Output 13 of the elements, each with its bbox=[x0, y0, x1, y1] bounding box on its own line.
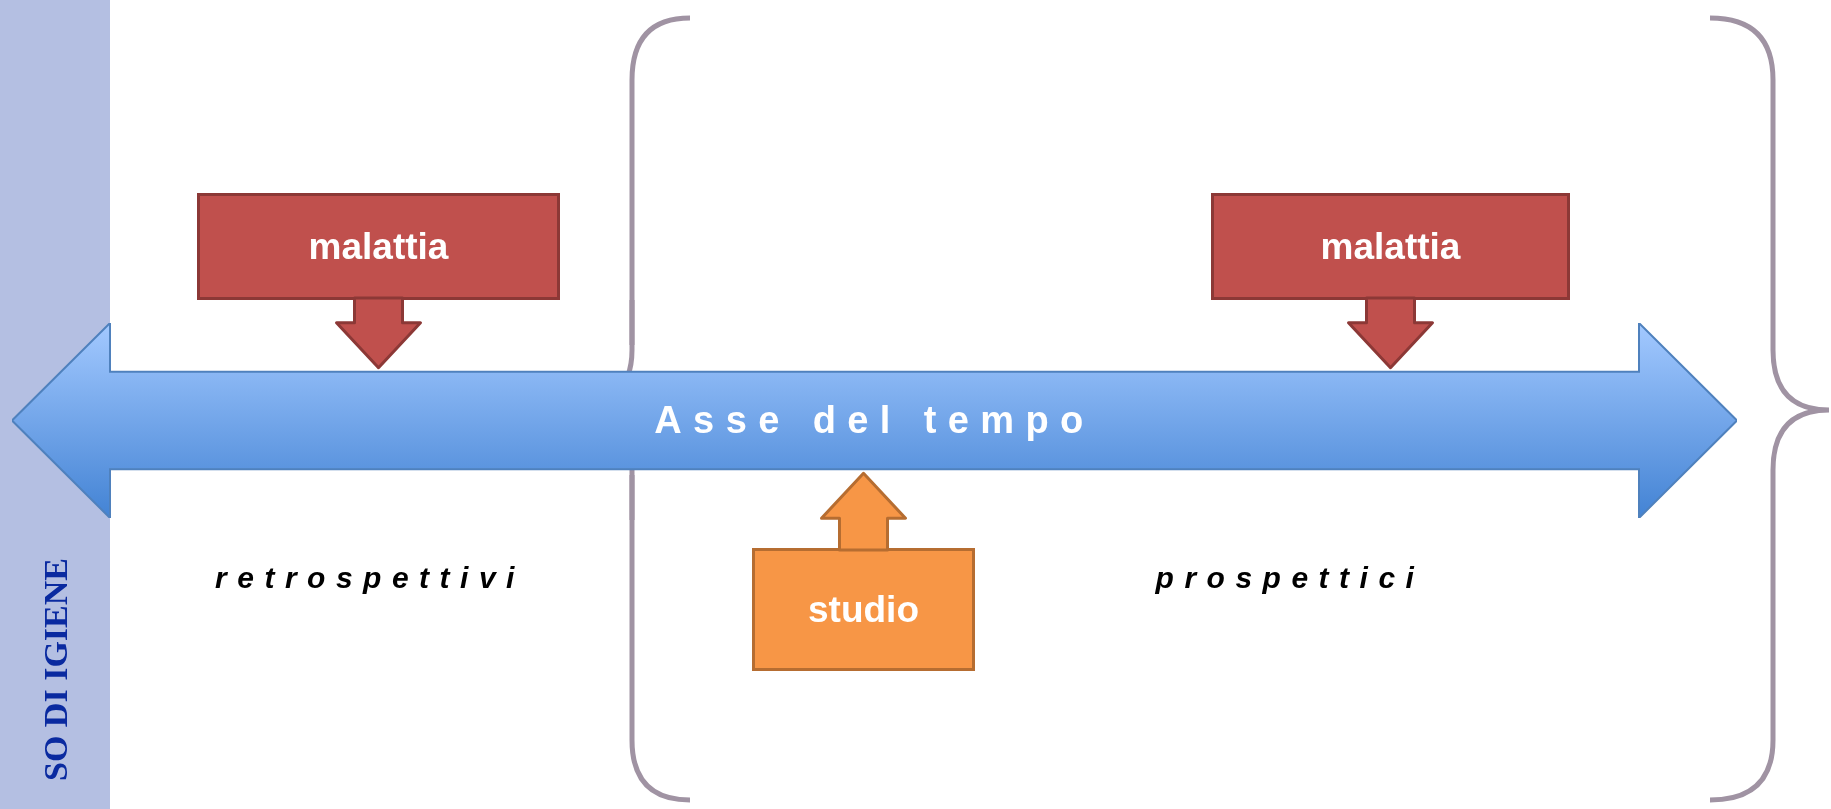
arrow bbox=[335, 296, 422, 370]
vertical-title: SO DI IGIENE bbox=[35, 558, 75, 781]
period-label: prospettici bbox=[1154, 560, 1426, 596]
callout-box bbox=[1211, 193, 1570, 300]
callout-box bbox=[752, 548, 975, 671]
callout-text: malattia bbox=[308, 224, 449, 269]
arrow bbox=[820, 471, 907, 552]
axis-label: Asse del tempo bbox=[654, 398, 1095, 443]
callout-text: studio bbox=[808, 587, 919, 632]
arrow bbox=[1347, 296, 1434, 370]
callout-text: malattia bbox=[1320, 224, 1461, 269]
period-label: retrospettivi bbox=[214, 560, 526, 596]
callout-box bbox=[197, 193, 560, 300]
